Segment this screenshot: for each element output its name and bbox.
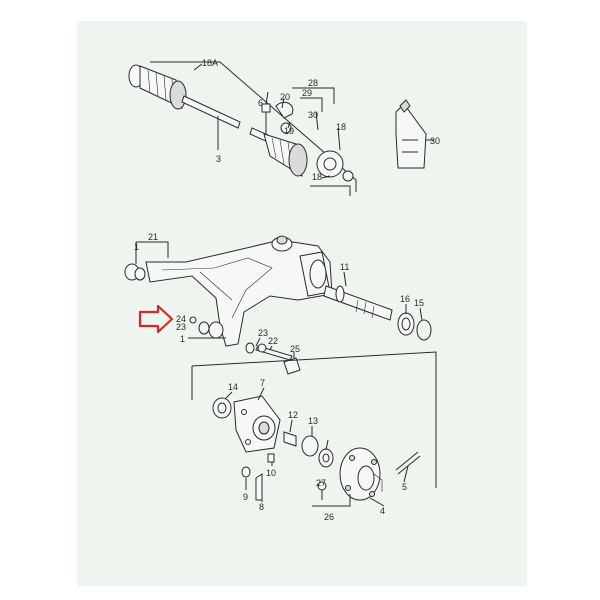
red-arrow-icon [138, 304, 174, 334]
label-30-b: 30 [430, 136, 440, 146]
label-25: 25 [290, 344, 300, 354]
label-15: 15 [414, 298, 424, 308]
label-30-a: 30 [308, 110, 318, 120]
label-19: 19 [284, 126, 294, 136]
label-12: 12 [288, 410, 298, 420]
wheel-bearing-assembly [212, 395, 421, 507]
label-23-a: 23 [176, 322, 186, 332]
label-1-b: 1 [180, 334, 185, 344]
label-14: 14 [228, 382, 238, 392]
label-1-a: 1 [134, 242, 139, 252]
grease-tube-icon [395, 99, 434, 169]
label-18-b: 18 [336, 122, 346, 132]
label-28: 28 [308, 78, 318, 88]
label-8: 8 [259, 502, 264, 512]
drive-shaft-assembly [128, 61, 357, 196]
label-29: 29 [302, 88, 312, 98]
label-20: 20 [280, 92, 290, 102]
label-3: 3 [216, 154, 221, 164]
label-24: 24 [176, 314, 186, 324]
label-7: 7 [260, 378, 265, 388]
parts-diagram-sheet [78, 22, 526, 585]
label-6: 6 [258, 98, 263, 108]
label-5: 5 [402, 482, 407, 492]
label-9: 9 [243, 492, 248, 502]
label-26: 26 [324, 512, 334, 522]
wheel-bearing-group-bracket [191, 351, 437, 488]
label-10: 10 [266, 468, 276, 478]
label-18-c: 18 [312, 172, 322, 182]
label-16: 16 [400, 294, 410, 304]
label-21: 21 [148, 232, 158, 242]
trailing-arm-assembly [124, 235, 432, 375]
leader-lines [135, 63, 423, 507]
label-22: 22 [268, 336, 278, 346]
part-number-labels: 18A 3 28 29 6 20 19 30 18 18 30 21 1 11 … [134, 58, 440, 522]
label-11: 11 [340, 262, 349, 272]
label-18A: 18A [202, 58, 218, 68]
label-27: 27 [316, 478, 326, 488]
label-4: 4 [380, 506, 385, 516]
label-13: 13 [308, 416, 318, 426]
label-23-b: 23 [258, 328, 268, 338]
